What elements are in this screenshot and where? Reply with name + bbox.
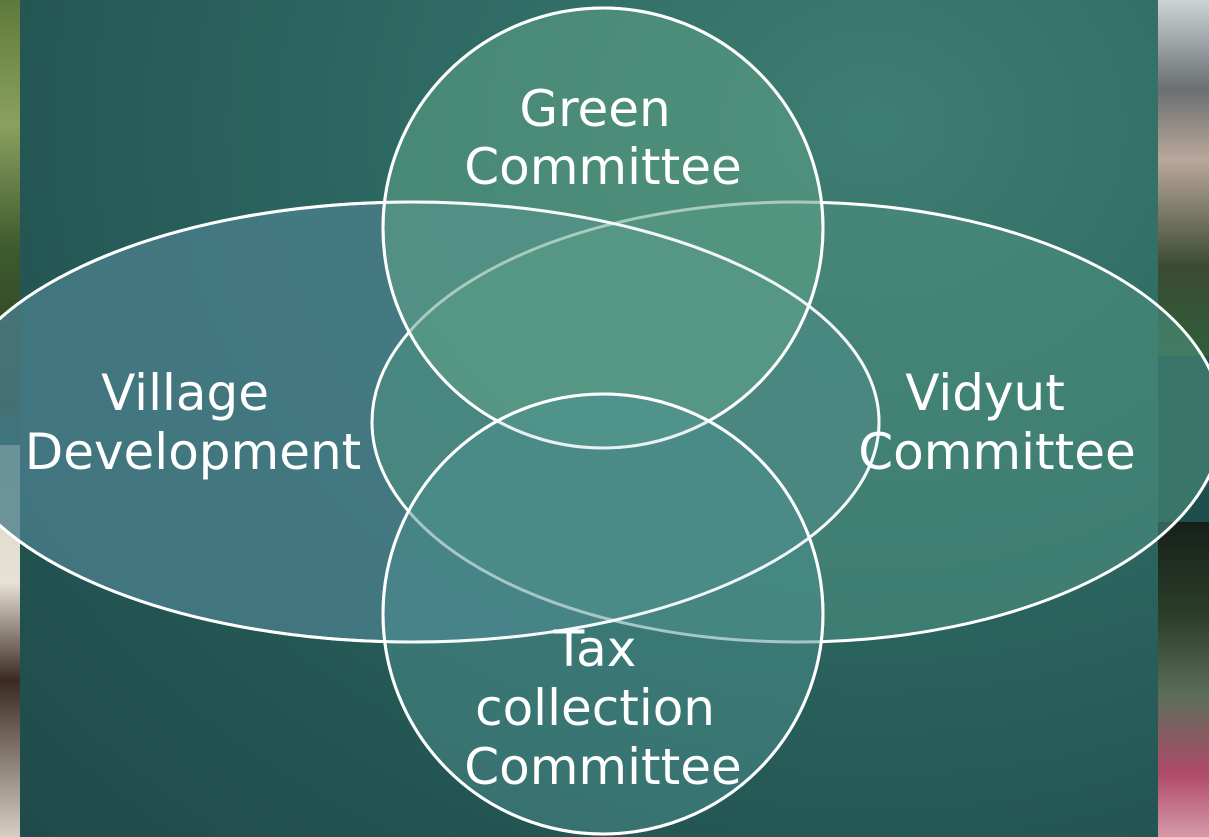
green-committee-circle	[381, 6, 825, 450]
tax-collection-line-3: Committee	[464, 738, 742, 796]
vidyut-committee-label: Vidyut Committee	[858, 364, 1136, 481]
photo-strip-bottom-left	[0, 445, 20, 837]
village-development-line-1: Village	[101, 364, 269, 422]
green-committee-outline	[381, 6, 825, 450]
photo-strip-top-right	[1158, 0, 1209, 356]
village-development-line-2: Development	[25, 423, 362, 481]
tax-collection-committee-label: Tax collection Committee	[464, 620, 742, 796]
green-committee-line-2: Committee	[464, 138, 742, 196]
tax-collection-line-1: Tax	[553, 620, 637, 678]
tax-collection-line-2: collection	[475, 679, 715, 737]
village-development-outline	[0, 200, 881, 644]
village-development-label: Village Development	[25, 364, 362, 481]
green-committee-label: Green Committee	[464, 80, 742, 196]
vidyut-committee-line-1: Vidyut	[905, 364, 1065, 422]
photo-strip-bottom-right	[1158, 522, 1209, 837]
vidyut-committee-line-2: Committee	[858, 423, 1136, 481]
green-committee-line-1: Green	[519, 80, 670, 138]
tax-collection-committee-outline	[381, 392, 825, 836]
